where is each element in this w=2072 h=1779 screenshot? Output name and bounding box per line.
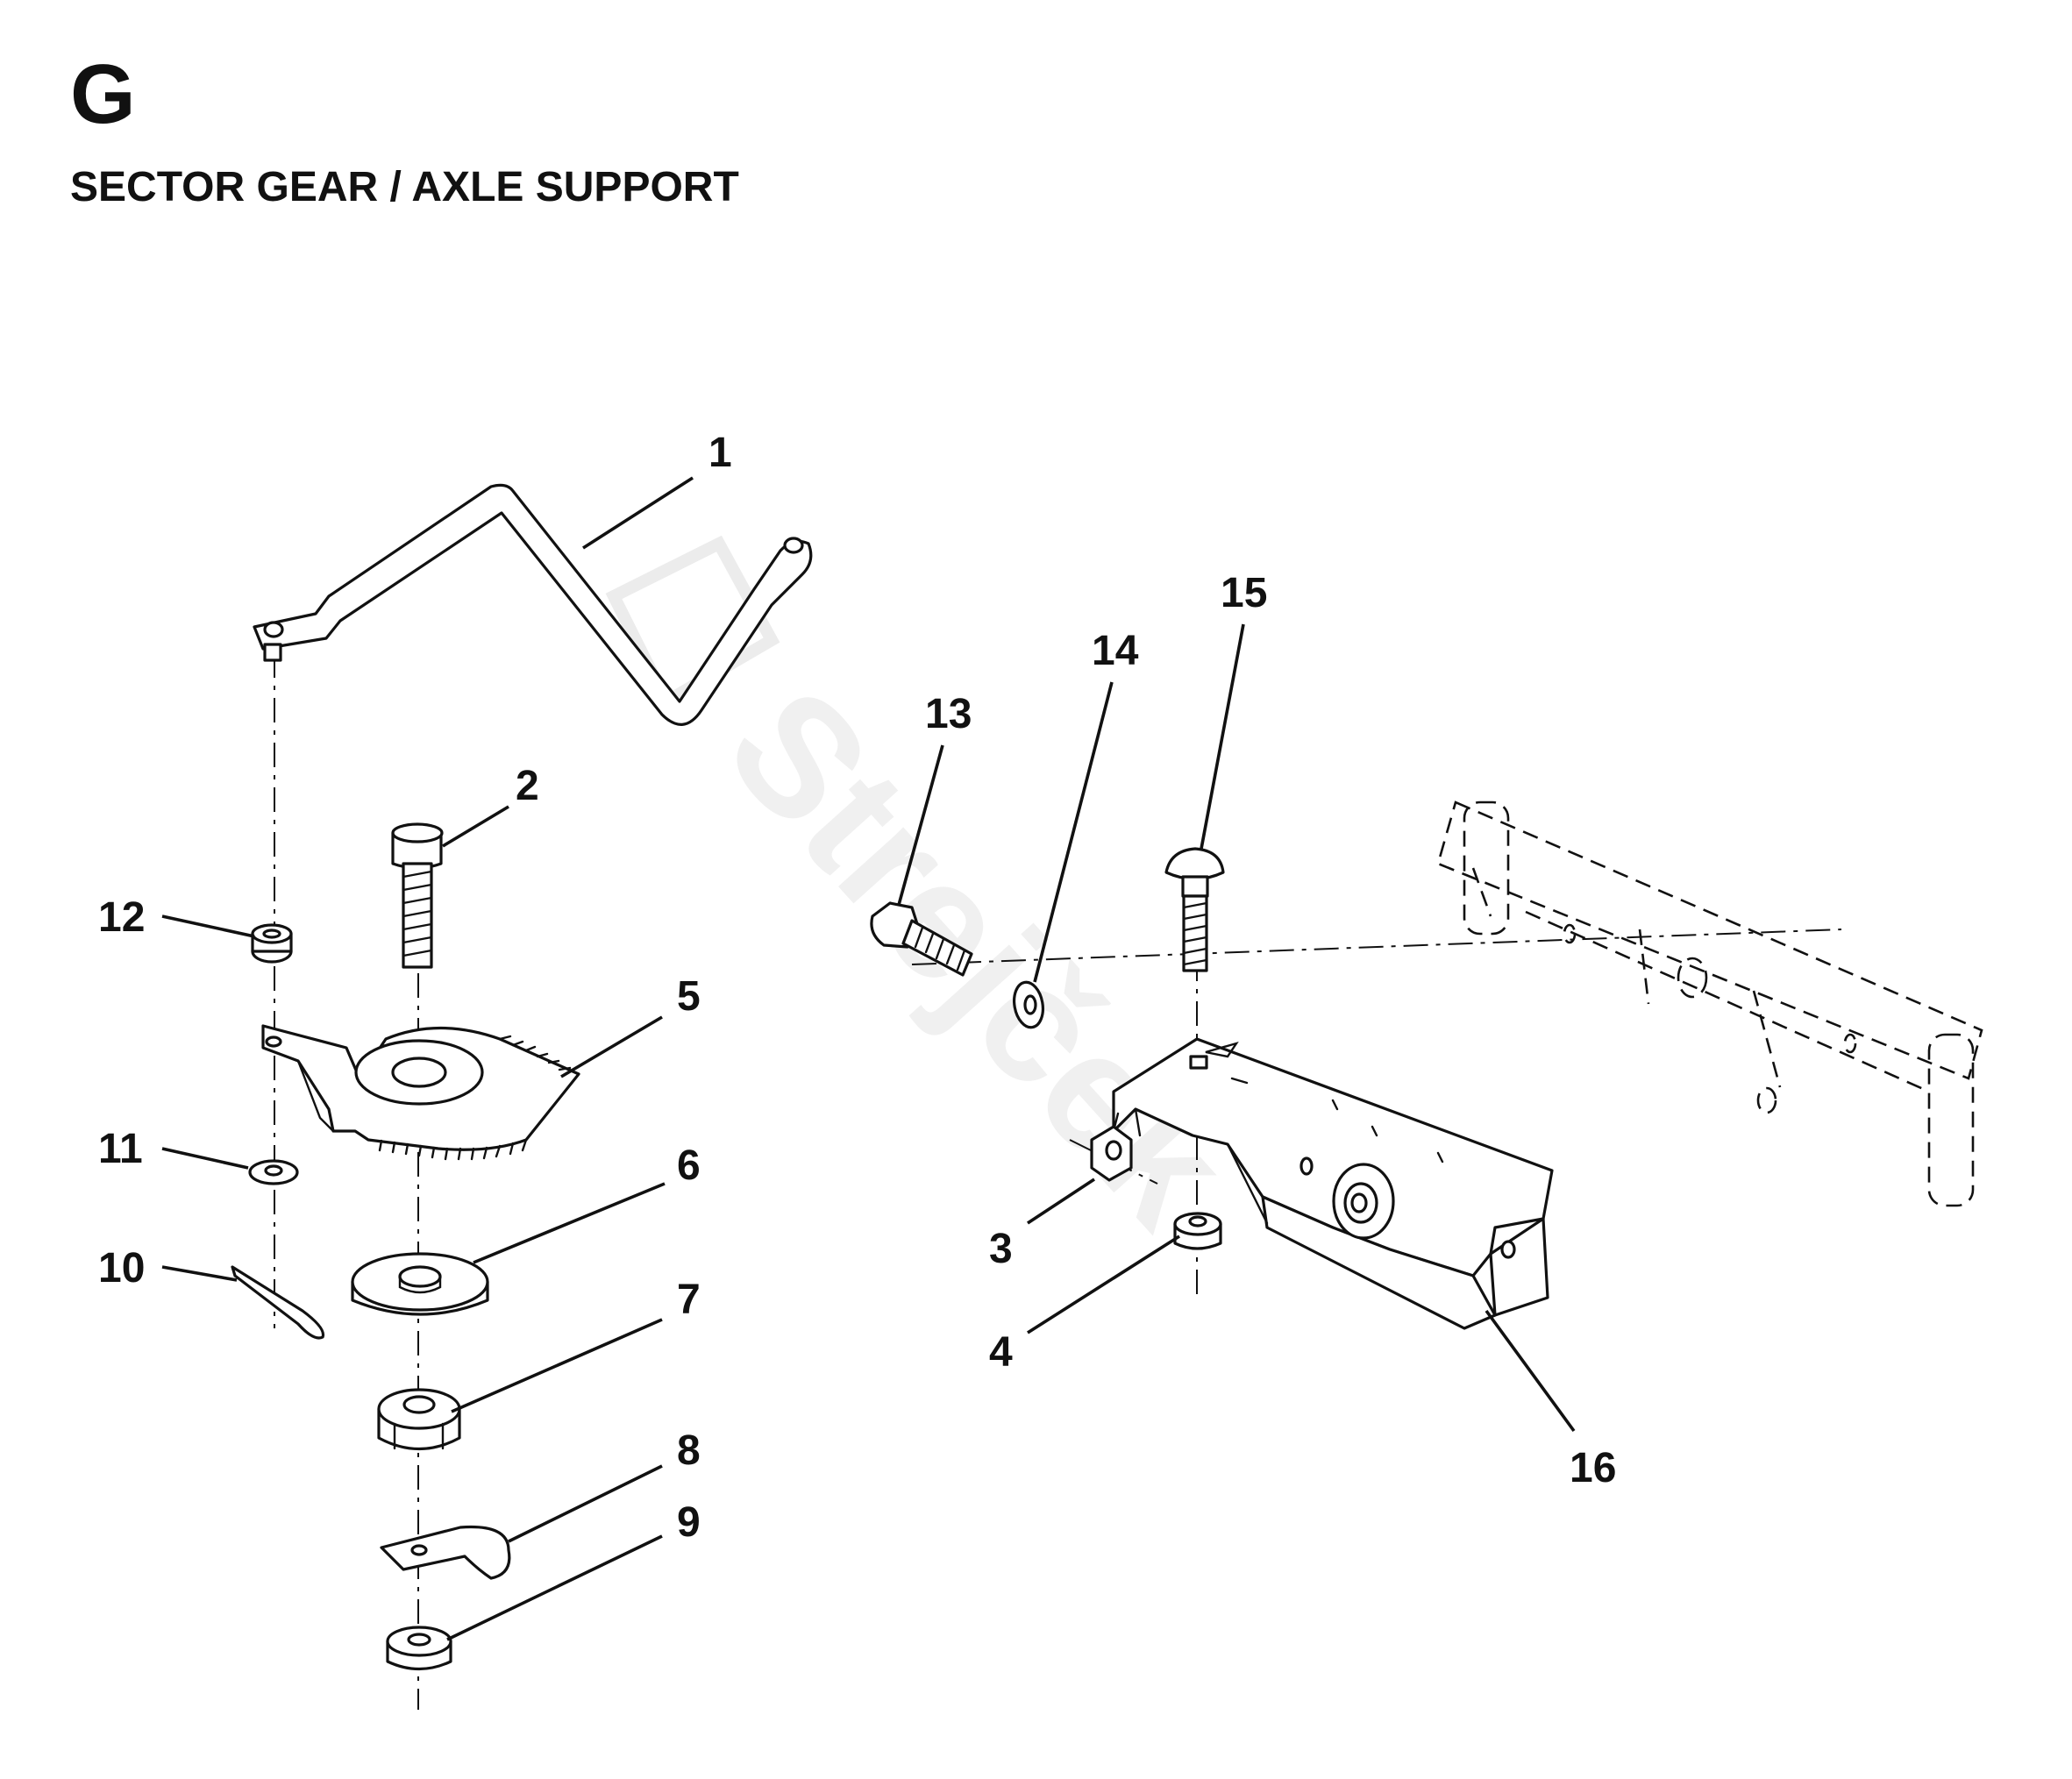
callout-10: 10: [98, 1245, 145, 1292]
leader-8: [508, 1464, 663, 1543]
leader-6: [473, 1182, 666, 1264]
leader-11: [161, 1147, 249, 1170]
callout-4: 4: [989, 1329, 1013, 1376]
hex-bolt: [391, 822, 444, 969]
page-title: SECTOR GEAR / AXLE SUPPORT: [70, 164, 739, 210]
callout-15: 15: [1221, 570, 1267, 616]
callout-9: 9: [677, 1499, 701, 1546]
axle-support-bracket: [1112, 1037, 1554, 1330]
leader-10: [161, 1265, 238, 1282]
callout-8: 8: [677, 1427, 701, 1474]
callout-5: 5: [677, 973, 701, 1020]
hex-bolt-13: [870, 901, 973, 977]
drag-link: [253, 483, 813, 726]
leader-2: [442, 805, 509, 848]
leader-7: [451, 1318, 663, 1413]
callout-14: 14: [1092, 628, 1139, 674]
leader-4: [1027, 1235, 1180, 1334]
leader-1: [582, 476, 694, 550]
small-washer: [248, 1159, 299, 1185]
hex-nut-3: [1090, 1125, 1133, 1182]
callout-3: 3: [989, 1226, 1013, 1272]
leader-5: [560, 1015, 663, 1078]
flat-washer: [1013, 980, 1044, 1029]
sheet-letter: G: [70, 47, 136, 141]
leader-12: [161, 914, 255, 938]
callouts: 1 2 3 4 5 6 7 8 9 10 11 12 13 14 15 16: [98, 430, 1616, 1641]
callout-12: 12: [98, 894, 145, 941]
callout-13: 13: [925, 691, 972, 737]
callout-11: 11: [98, 1126, 143, 1172]
leader-13: [897, 744, 944, 906]
hex-nut-4: [1173, 1212, 1222, 1250]
callout-16: 16: [1570, 1445, 1616, 1491]
carriage-bolt: [1164, 847, 1225, 972]
retaining-clip: [380, 1525, 511, 1580]
watermark-text: Strejček: [693, 654, 1265, 1261]
callout-1: 1: [708, 430, 732, 476]
leader-3: [1027, 1178, 1095, 1225]
cotter-pin: [231, 1265, 325, 1340]
callout-7: 7: [677, 1277, 701, 1323]
leader-15: [1200, 623, 1245, 850]
flange-nut: [251, 923, 293, 964]
hex-nut: [377, 1388, 461, 1450]
spacer-washer: [351, 1252, 489, 1316]
sector-gear: [261, 1024, 580, 1161]
callout-2: 2: [516, 763, 539, 809]
leader-14: [1033, 681, 1114, 983]
centerline-axle: [911, 929, 1842, 965]
front-axle-phantom: [1436, 801, 1983, 1207]
leader-9: [446, 1534, 663, 1641]
lock-nut: [386, 1626, 452, 1670]
leader-16: [1485, 1309, 1576, 1433]
callout-6: 6: [677, 1142, 701, 1189]
